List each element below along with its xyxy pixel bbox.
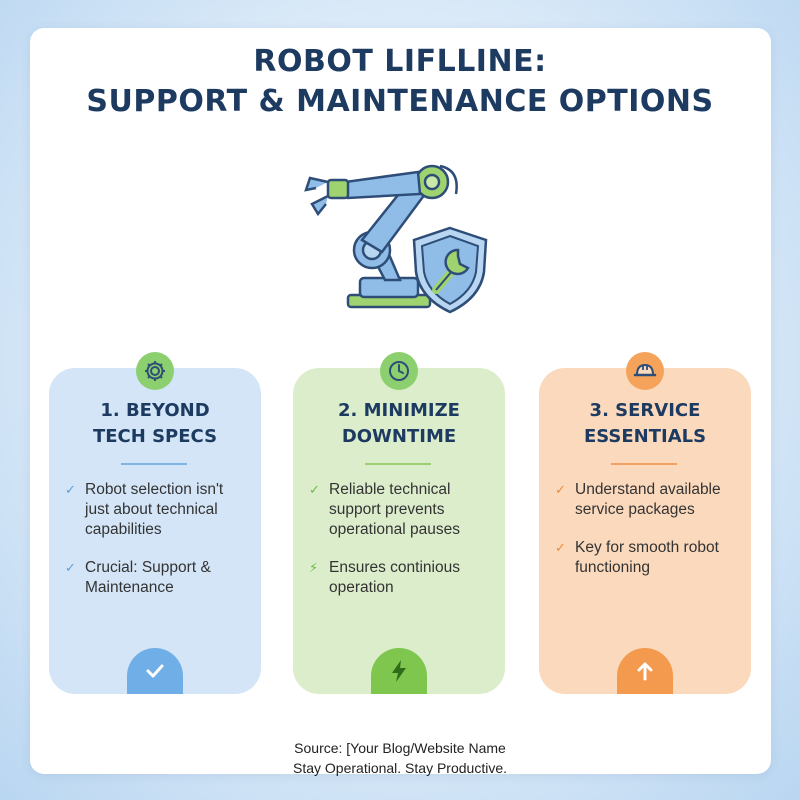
bullet-text: Understand available service packages xyxy=(575,481,721,518)
panel-divider xyxy=(121,463,187,465)
panel-title-line-2: DOWNTIME xyxy=(341,426,457,447)
check-icon: ✓ xyxy=(555,483,566,498)
check-icon: ✓ xyxy=(65,561,76,576)
bullet-text: Key for smooth robot functioning xyxy=(575,539,719,576)
arrow-up-icon xyxy=(637,662,653,681)
panel-minimize-downtime: 2. MINIMIZE DOWNTIME ✓ Reliable technica… xyxy=(293,368,505,694)
clock-icon xyxy=(389,361,409,381)
bullet-list: ✓ Robot selection isn't just about techn… xyxy=(65,480,249,616)
gear-icon xyxy=(145,361,165,381)
footer-tab xyxy=(617,648,673,694)
title-line-2: SUPPORT & MAINTENANCE OPTIONS xyxy=(86,84,714,119)
check-icon xyxy=(146,664,164,678)
check-icon: ✓ xyxy=(309,483,320,498)
page-title: ROBOT LIFLLINE: SUPPORT & MAINTENANCE OP… xyxy=(0,42,800,122)
panel-service-essentials: 3. SERVICE ESSENTIALS ✓ Understand avail… xyxy=(539,368,751,694)
footer-tab xyxy=(127,648,183,694)
title-line-1: ROBOT LIFLLINE: xyxy=(253,44,547,79)
bullet-text: Ensures continious operation xyxy=(329,559,460,596)
check-icon: ✓ xyxy=(555,541,566,556)
bullet-text: Reliable technical support prevents oper… xyxy=(329,481,460,538)
panel-divider xyxy=(611,463,677,465)
hard-hat-badge xyxy=(626,352,664,390)
panel-title-line-2: ESSENTIALS xyxy=(583,426,707,447)
panel-title: 2. MINIMIZE DOWNTIME xyxy=(293,398,505,450)
robot-arm-shield-icon xyxy=(304,164,488,314)
source-footer: Source: [Your Blog/Website Name Stay Ope… xyxy=(0,738,800,778)
footer-tab xyxy=(371,648,427,694)
lightning-icon: ⚡ xyxy=(309,561,319,576)
panel-title: 3. SERVICE ESSENTIALS xyxy=(539,398,751,450)
list-item: ✓ Crucial: Support & Maintenance xyxy=(65,558,249,598)
list-item: ✓ Key for smooth robot functioning xyxy=(555,538,739,578)
list-item: ✓ Understand available service packages xyxy=(555,480,739,520)
panel-divider xyxy=(365,463,431,465)
hard-hat-icon xyxy=(633,363,657,377)
panel-title: 1. BEYOND TECH SPECS xyxy=(49,398,261,450)
bullet-list: ✓ Reliable technical support prevents op… xyxy=(309,480,493,616)
list-item: ✓ Robot selection isn't just about techn… xyxy=(65,480,249,540)
panel-title-line-2: TECH SPECS xyxy=(92,426,218,447)
panel-title-line-1: 2. MINIMIZE xyxy=(338,400,460,421)
source-text: Source: [Your Blog/Website Name xyxy=(294,740,506,756)
gear-badge xyxy=(136,352,174,390)
tagline-text: Stay Operational. Stay Productive. xyxy=(293,760,507,776)
panel-beyond-tech-specs: 1. BEYOND TECH SPECS ✓ Robot selection i… xyxy=(49,368,261,694)
list-item: ✓ Reliable technical support prevents op… xyxy=(309,480,493,540)
lightning-icon xyxy=(392,660,406,682)
panel-title-line-1: 1. BEYOND xyxy=(100,400,210,421)
bullet-list: ✓ Understand available service packages … xyxy=(555,480,739,596)
clock-badge xyxy=(380,352,418,390)
bullet-text: Robot selection isn't just about technic… xyxy=(85,481,224,538)
panel-title-line-1: 3. SERVICE xyxy=(589,400,701,421)
check-icon: ✓ xyxy=(65,483,76,498)
bullet-text: Crucial: Support & Maintenance xyxy=(85,559,211,596)
list-item: ⚡ Ensures continious operation xyxy=(309,558,493,598)
